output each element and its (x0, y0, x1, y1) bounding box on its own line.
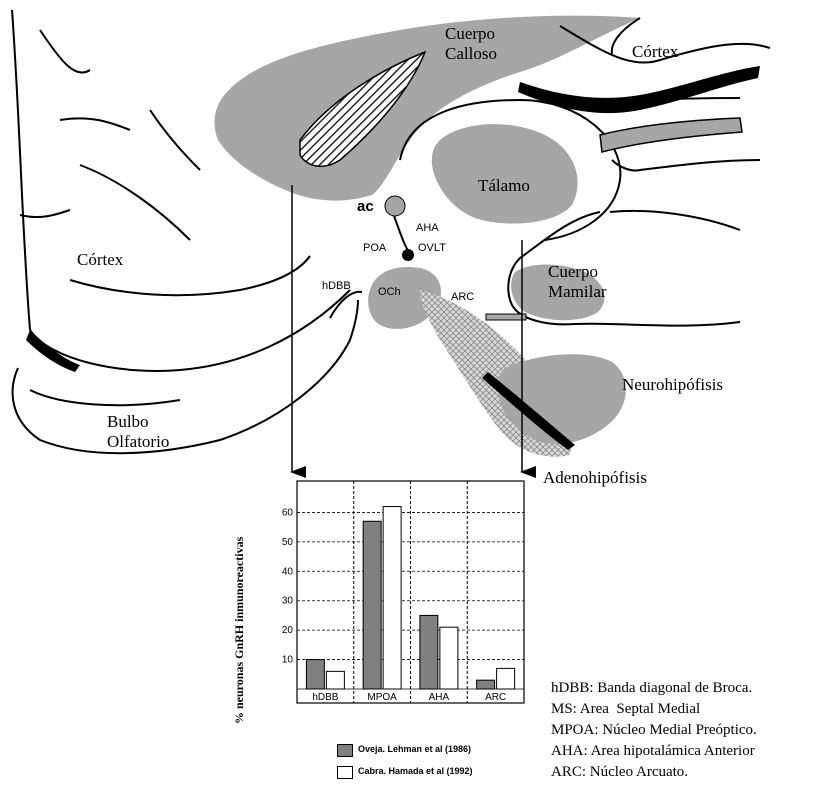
label-ovlt: OVLT (418, 242, 446, 255)
thalamus-shape (432, 124, 578, 223)
y-tick-label-30: 30 (282, 596, 294, 607)
cortex-right-black-band (518, 66, 760, 113)
bar-mpoa-series-1 (363, 521, 381, 689)
bar-hdbb-series-2 (326, 671, 344, 689)
chart-y-axis-label: % neuronas GnRH inmunoreactivas (232, 537, 247, 724)
label-olfactory-bulb: Bulbo Olfatorio (107, 412, 169, 451)
bar-aha-series-1 (420, 615, 438, 689)
label-neurohypophysis: Neurohipófisis (622, 375, 723, 395)
cortex-left-black-wedge (26, 330, 80, 372)
label-ac: ac (357, 198, 374, 215)
cortex-right-grey-band (600, 118, 742, 152)
label-och: OCh (378, 286, 401, 299)
x-tick-label-mpoa: MPOA (367, 692, 397, 703)
bar-arc-series-2 (497, 668, 515, 689)
label-cortex-left: Córtex (77, 250, 123, 270)
ovlt-dot (402, 249, 414, 261)
abbreviation-aha: AHA: Area hipotalámica Anterior (551, 741, 757, 762)
y-tick-label-10: 10 (282, 655, 294, 666)
label-corpus-callosum: Cuerpo Calloso (445, 24, 497, 63)
bar-hdbb-series-1 (306, 660, 324, 689)
label-aha: AHA (416, 222, 439, 235)
y-tick-label-20: 20 (282, 625, 294, 636)
x-tick-label-hdbb: hDBB (312, 692, 338, 703)
gnrh-bar-chart: 10 20 30 40 50 60 hDBB MPOA AHA ARC (282, 481, 524, 703)
label-hdbb: hDBB (322, 280, 351, 293)
bar-aha-series-2 (440, 627, 458, 689)
y-tick-label-40: 40 (282, 566, 294, 577)
abbreviation-mpoa: MPOA: Núcleo Medial Preóptico. (551, 720, 757, 741)
label-adenohypophysis: Adenohipófisis (543, 468, 647, 488)
legend-label-cabra: Cabra. Hamada et al (1992) (358, 766, 473, 776)
label-arc: ARC (451, 291, 474, 304)
label-mammillary: Cuerpo Mamilar (548, 262, 607, 301)
label-thalamus: Tálamo (478, 176, 530, 196)
legend-swatch-oveja (337, 744, 353, 757)
legend-label-oveja: Oveja. Lehman et al (1986) (358, 744, 471, 754)
bar-arc-series-1 (477, 680, 495, 689)
abbreviation-arc: ARC: Núcleo Arcuato. (551, 762, 757, 783)
mammillary-connector (486, 314, 526, 320)
olfactory-bulb-outline (13, 300, 358, 453)
y-tick-label-50: 50 (282, 537, 294, 548)
abbreviation-hdbb: hDBB: Banda diagonal de Broca. (551, 678, 757, 699)
label-cortex-top: Córtex (632, 42, 678, 62)
lamina-terminalis-line (394, 216, 410, 254)
label-poa: POA (363, 242, 386, 255)
x-tick-label-aha: AHA (429, 692, 450, 703)
legend-swatch-cabra (337, 766, 353, 779)
anterior-commissure-shape (385, 196, 405, 216)
x-tick-label-arc: ARC (485, 692, 506, 703)
bar-mpoa-series-2 (383, 507, 401, 689)
abbreviation-legend: hDBB: Banda diagonal de Broca. MS: Area … (551, 678, 757, 783)
abbreviation-ms: MS: Area Septal Medial (551, 699, 757, 720)
y-tick-label-60: 60 (282, 507, 294, 518)
